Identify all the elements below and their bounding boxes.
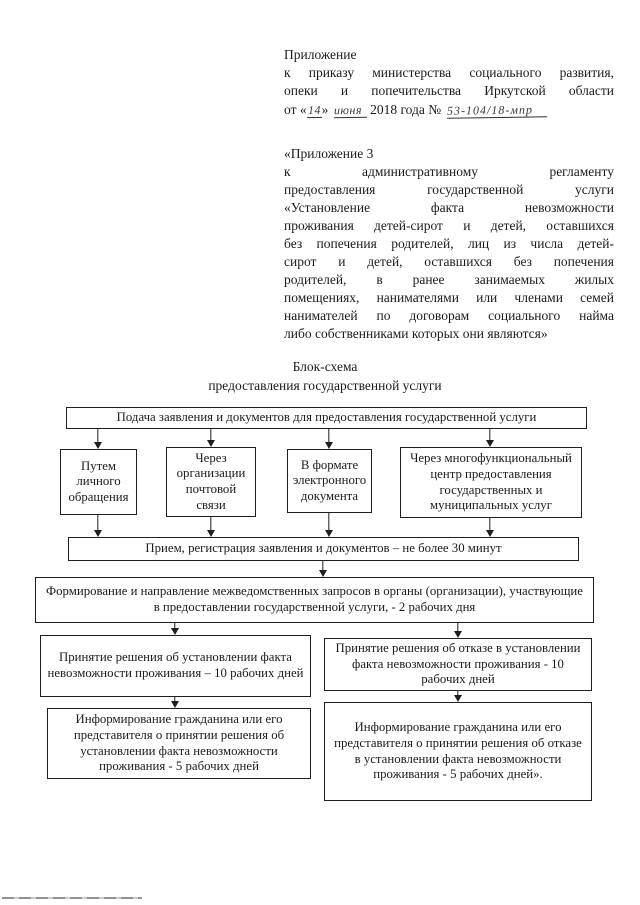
flow-box-channel-electronic: В формате электронного документа [287, 449, 372, 513]
arrow-down-icon [453, 691, 464, 702]
appendix-reference: «Приложение 3 к административному реглам… [284, 145, 614, 343]
flowchart-title-line1: Блок-схема [292, 359, 358, 374]
appendix-line: либо собственниками которых они являются… [284, 326, 548, 341]
flow-box-decision-grant: Принятие решения об установлении факта н… [40, 635, 311, 697]
flow-box-decision-refuse: Принятие решения об отказе в установлени… [324, 638, 592, 691]
appendix-line: без попечения родителей, лиц из числа де… [284, 236, 614, 251]
arrow-down-icon [318, 561, 329, 577]
arrow-down-icon [170, 697, 181, 708]
flow-box-reception-registration: Прием, регистрация заявления и документо… [68, 537, 579, 561]
handwritten-order-number: 53-104/18-мпр [446, 102, 547, 119]
scan-artifact-line [2, 897, 142, 899]
arrow-down-icon [485, 429, 496, 447]
order-header-line: Приложение [284, 47, 357, 62]
order-date-line: от «14» июня 2018 года № 53-104/18-мпр [284, 101, 614, 119]
appendix-line: к административному регламенту [284, 164, 614, 179]
flow-box-submit-application: Подача заявления и документов для предос… [66, 407, 587, 429]
flow-box-channel-in-person: Путем личного обращения [60, 449, 137, 515]
flow-box-inform-grant: Информирование гражданина или его предст… [47, 708, 311, 779]
arrow-down-icon [453, 623, 464, 638]
order-header-line: опеки и попечительства Иркутской области [284, 83, 614, 99]
date-prefix: от « [284, 101, 307, 117]
flowchart-title-line2: предоставления государственной услуги [208, 377, 442, 393]
handwritten-day: 14 [306, 102, 322, 118]
appendix-line: родителей, в ранее занимаемых жилых [284, 272, 614, 287]
arrow-down-icon [206, 429, 217, 447]
arrow-down-icon [170, 623, 181, 635]
flowchart-title: Блок-схема предоставления государственно… [40, 358, 610, 395]
arrow-down-icon [324, 513, 335, 537]
appendix-line: помещениях, нанимателями или членами сем… [284, 290, 614, 305]
arrow-down-icon [206, 517, 217, 537]
date-close-quote: » [321, 101, 332, 117]
arrow-down-icon [324, 429, 335, 449]
appendix-line: «Установление факта невозможности [284, 200, 614, 215]
appendix-line: «Приложение 3 [284, 146, 374, 161]
arrow-down-icon [485, 518, 496, 537]
flow-box-channel-postal: Через организации почтовой связи [166, 447, 256, 517]
arrow-down-icon [93, 515, 104, 537]
date-middle: 2018 года № [366, 101, 445, 117]
appendix-line: нанимателей по договорам социального най… [284, 308, 614, 323]
flow-box-interagency-requests: Формирование и направление межведомствен… [35, 577, 594, 623]
appendix-line: проживания детей-сирот и детей, оставших… [284, 218, 614, 233]
handwritten-month: июня [334, 102, 367, 118]
flow-box-channel-mfc: Через многофункциональный центр предоста… [400, 447, 582, 518]
order-header: Приложение к приказу министерства социал… [284, 46, 614, 119]
flow-box-inform-refuse: Информирование гражданина или его предст… [324, 702, 592, 801]
appendix-line: сирот и детей, оставшихся без попечения [284, 254, 614, 269]
appendix-line: предоставления государственной услуги [284, 182, 614, 197]
arrow-down-icon [93, 429, 104, 449]
order-header-line: к приказу министерства социального разви… [284, 65, 614, 81]
